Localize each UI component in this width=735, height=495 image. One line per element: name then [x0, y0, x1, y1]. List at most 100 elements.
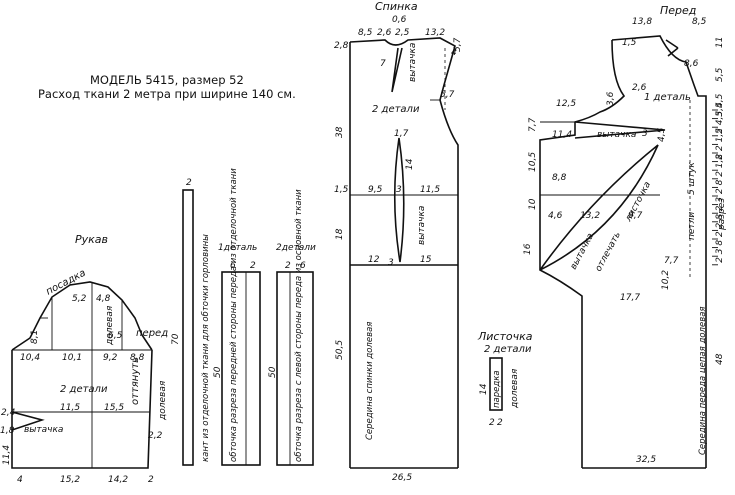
front-dim-45: 4,5 — [657, 127, 667, 142]
sleeve-yoke-label: оттянуть — [130, 357, 141, 405]
sleeve-dim-92: 9,2 — [103, 353, 118, 363]
facing-2-dim-len: 50 — [268, 366, 278, 378]
front-dim-55: 5,5 — [715, 67, 725, 82]
front-dim-36: 3,6 — [606, 91, 616, 106]
back-dim-85: 8,5 — [358, 28, 373, 38]
front-scale-value: 2 — [715, 128, 725, 134]
front-side-dart — [574, 121, 666, 139]
back-dart-top-label: вытачка — [408, 43, 418, 82]
front-scale-value: 8 — [715, 179, 725, 185]
sleeve-dim-4: 4 — [17, 475, 23, 485]
pocket-title: Листочка — [477, 330, 533, 343]
front-scale-value: 8 — [715, 240, 725, 246]
sleeve-dim-152: 15,2 — [60, 475, 80, 485]
front-dim-3: 3 — [642, 129, 648, 139]
back-parts: 2 детали — [372, 104, 420, 115]
back-dim-38: 38 — [335, 126, 345, 138]
front-slit-label: разрез — [717, 198, 727, 231]
back-dim-7: 7 — [380, 59, 386, 69]
front-seam-label: отлечать — [594, 230, 623, 273]
front-dim-138: 13,8 — [632, 17, 652, 27]
back-dim-25: 2,5 — [395, 28, 410, 38]
front-neck-center — [611, 35, 707, 468]
sleeve-dim-18: 1,8 — [0, 426, 15, 436]
front-pocket-dart — [539, 144, 659, 271]
back-dim-26: 2,6 — [377, 28, 392, 38]
back-shoulder-dart — [391, 47, 403, 93]
pocket-parts: 2 детали — [484, 344, 532, 355]
back-title: Спинка — [375, 0, 418, 13]
pocket-dim-h: 14 — [479, 383, 489, 395]
facing-2-dim-b: 6 — [300, 261, 306, 271]
facing-2-title: 2детали — [276, 243, 316, 253]
back-dart-mid-label: вытачка — [417, 206, 427, 245]
facing-1-dim-a: 6 — [230, 261, 236, 271]
neck-strip-pattern: 2 70 кант из отделочной ткани для обточк… — [171, 178, 211, 466]
facing-2-label: обточка разреза с левой стороны переда и… — [294, 189, 304, 462]
front-dim-177: 17,7 — [620, 293, 640, 303]
front-dart-side-label: вытачка — [569, 232, 596, 272]
facing-2-outline — [276, 271, 314, 466]
front-dim-85: 8,5 — [692, 17, 707, 27]
front-buttons-label: 5 штук — [687, 162, 697, 195]
front-scale-value: 3 — [715, 248, 725, 254]
sleeve-title: Рукав — [75, 233, 108, 246]
front-scale-value: 1,5 — [715, 128, 725, 143]
back-dim-57: 5,7 — [453, 37, 463, 52]
sleeve-grain-label: долевая — [105, 305, 115, 346]
front-scale-value: 2 — [715, 231, 725, 237]
front-dim-26: 2,6 — [632, 83, 647, 93]
front-scale-value: 8 — [715, 214, 725, 220]
sleeve-front-label: перед — [136, 328, 168, 339]
facing-1-pattern: 1деталь 6 2 50 обточка разреза передней … — [213, 168, 261, 466]
front-scale-value: 3 — [715, 197, 725, 203]
sleeve-dim-81: 8,1 — [30, 330, 40, 344]
front-dim-97: 9,7 — [628, 211, 643, 221]
front-dim-88: 8,8 — [552, 173, 567, 183]
facing-1-title: 1деталь — [218, 243, 257, 253]
front-scale-value: 2 — [715, 257, 725, 263]
facing-1-outline — [221, 271, 261, 466]
front-scale-value: 2 — [715, 171, 725, 177]
front-dim-48: 48 — [715, 353, 725, 365]
front-dim-132: 13,2 — [580, 211, 600, 221]
sleeve-dim-2: 2 — [148, 475, 154, 485]
back-dim-132: 13,2 — [425, 28, 445, 38]
sleeve-dim-22: 2,2 — [148, 431, 163, 441]
pocket-label: паредка — [492, 370, 502, 408]
pocket-dim-b: 2 — [497, 418, 503, 428]
front-dim-46: 4,6 — [548, 211, 563, 221]
front-dim-10: 10 — [528, 198, 538, 210]
front-dim-15: 1,5 — [622, 38, 637, 48]
sleeve-parts-label: 2 детали — [60, 384, 108, 395]
sleeve-dim-114: 11,4 — [2, 445, 12, 465]
neck-strip-dim-len: 70 — [171, 333, 181, 345]
facing-1-label: обточка разреза передней стороны переда … — [229, 168, 239, 462]
front-scale-value: 4,5 — [715, 93, 725, 108]
back-waist-dart — [393, 137, 405, 263]
back-dim-06: 0,6 — [392, 15, 407, 25]
back-dim-28: 2,8 — [334, 41, 349, 51]
sleeve-cap-curve — [11, 281, 153, 351]
back-dim-505: 50,5 — [335, 340, 345, 360]
front-scale-value: 1,8 — [715, 154, 725, 169]
sleeve-grain2-label: долевая — [158, 380, 168, 421]
front-scale-value: 3,5 — [715, 102, 725, 117]
front-center-label: Середина переда цепая долевая — [698, 306, 708, 455]
sleeve-dart — [11, 411, 45, 431]
front-side-contour — [539, 39, 626, 468]
facing-1-dim-b: 2 — [250, 261, 256, 271]
back-dim-265: 26,5 — [392, 473, 412, 483]
pocket-grain: долевая — [510, 368, 520, 409]
back-dim-4: 4 — [451, 48, 457, 58]
neck-strip-outline — [182, 189, 194, 466]
pocket-pattern: Листочка 2 детали 14 паредка долевая 2 2 — [477, 330, 533, 428]
back-dim-57b: 5,7 — [440, 90, 455, 100]
back-dim-15b: 15 — [420, 255, 432, 265]
fabric-note: Расход ткани 2 метра при ширине 140 см. — [38, 87, 296, 101]
sleeve-outline — [11, 349, 153, 469]
front-dim-77: 7,7 — [528, 117, 538, 132]
